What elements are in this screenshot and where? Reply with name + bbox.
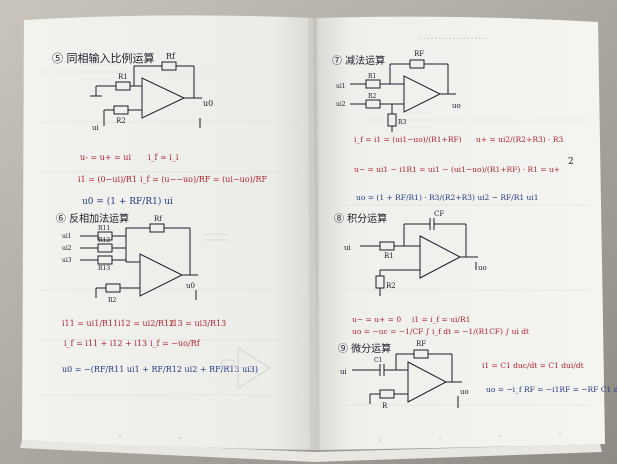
- sec5-ui-label: ui: [92, 124, 100, 132]
- sec8-circuit: [360, 218, 478, 296]
- sec7-uo-label: uo: [452, 102, 461, 110]
- sec9-eq1: i1 = C1 duc/dt = C1 dui/dt: [482, 361, 584, 370]
- sec9-r-label: R: [382, 402, 388, 410]
- sec9-uo-label: uo: [460, 388, 469, 396]
- left-page-rules: [40, 71, 300, 396]
- sec8-r1-label: R1: [384, 252, 394, 260]
- sec7-title: ⑦ 减法运算: [332, 54, 385, 67]
- sec9-circuit: [352, 349, 462, 408]
- bottom-dots: [119, 433, 561, 441]
- sec5-circuit: [90, 61, 202, 128]
- sec7-eq3: u− = ui1 − i1R1 = ui1 − (ui1−uo)/(R1+RF)…: [354, 165, 560, 174]
- sec6-ui3-label: ui3: [62, 257, 72, 264]
- sec6-r12-label: R12: [98, 237, 110, 244]
- sec9-title: ⑨ 微分运算: [338, 342, 391, 355]
- sec5-r1-label: R1: [118, 73, 128, 81]
- sec9-result: uo = −i_f RF = −i1RF = −RF C1 dui/dt: [486, 385, 617, 394]
- sec8-title: ⑧ 积分运算: [334, 212, 387, 225]
- sec6-circuit: [80, 223, 198, 300]
- sec5-eq1: u- = u+ = ui: [80, 153, 131, 162]
- margin-mark: 2: [568, 157, 574, 167]
- sec5-rf-label: Rf: [166, 52, 176, 61]
- sec5-r2-label: R2: [116, 117, 126, 125]
- sec6-ui1-label: ui1: [62, 233, 72, 240]
- sec5-result: u0 = (1 + RF/R1) ui: [82, 196, 173, 207]
- sec9-ui-label: ui: [340, 368, 348, 376]
- sec6-eq5: i_f = −uo/Rf: [150, 339, 201, 348]
- sec6-eq2: i12 = ui2/R12: [118, 319, 174, 328]
- right-page-rules: [330, 119, 590, 406]
- sec8-r2-label: R2: [386, 282, 396, 290]
- sec7-r3-label: R3: [398, 119, 407, 126]
- sec9-rf-label: RF: [416, 340, 426, 348]
- sec8-eq3: uo = −uc = −1/CF ∫ i_f dt = −1/(R1CF) ∫ …: [352, 327, 529, 336]
- sec7-result: uo = (1 + RF/R1) · R3/(R2+R3) ui2 − RF/R…: [356, 193, 539, 202]
- sec9-c1-label: C1: [374, 357, 382, 364]
- sec7-circuit: [350, 59, 456, 132]
- sec6-eq3: i13 = ui3/R13: [170, 319, 226, 328]
- sec6-r13-label: R13: [98, 265, 110, 272]
- sec5-eq4: i_f = (u−−uo)/RF = (ui−uo)/RF: [140, 175, 267, 184]
- sec5-eq3: i1 = (0−ui)/R1: [78, 175, 137, 184]
- sec6-eq4: i_f = i11 + i12 + i13: [64, 339, 147, 348]
- sec6-eq1: i11 = ui1/R11: [62, 319, 118, 328]
- sec7-eq1: i_f = i1 = (ui1−uo)/(R1+RF): [354, 135, 462, 144]
- sec8-cf-label: CF: [434, 210, 444, 218]
- sec6-result: u0 = −(RF/R11 ui1 + RF/R12 ui2 + RF/R13 …: [62, 365, 258, 374]
- sec7-r1-label: R1: [368, 73, 376, 80]
- sec5-eq2: i_f ≈ i_i: [148, 153, 179, 162]
- sec6-ui2-label: ui2: [62, 245, 72, 252]
- sec8-eq1: u− = u+ = 0: [352, 315, 401, 324]
- sec6-r11-label: R11: [98, 225, 110, 232]
- sec7-r2-label: R2: [368, 93, 377, 100]
- sec8-ui-label: ui: [344, 244, 352, 252]
- sec7-ui2-label: ui2: [336, 101, 346, 108]
- sec7-rf-label: RF: [414, 50, 424, 58]
- page-header-print: • • • • • • • • • • • • • • • • • • •: [420, 36, 488, 41]
- sec6-uo-label: u0: [186, 282, 195, 290]
- sec5-title: ⑤ 同相输入比例运算: [52, 51, 155, 65]
- show-through-marks: [204, 233, 271, 389]
- sec6-rf-label: Rf: [154, 215, 163, 223]
- left-page: [22, 15, 318, 451]
- page-stack-edge: [20, 440, 602, 462]
- sec5-uo-label: u0: [203, 99, 213, 108]
- sec8-eq2: i1 = i_f = ui/R1: [412, 315, 470, 324]
- sec7-eq2: u+ = ui2/(R2+R3) · R3: [476, 135, 563, 144]
- sec8-uo-label: uo: [478, 264, 487, 272]
- sec7-ui1-label: ui1: [336, 83, 346, 90]
- spine-shadow: [308, 18, 320, 450]
- sec6-r2-label: R2: [108, 297, 117, 304]
- sec6-title: ⑥ 反相加法运算: [56, 212, 129, 225]
